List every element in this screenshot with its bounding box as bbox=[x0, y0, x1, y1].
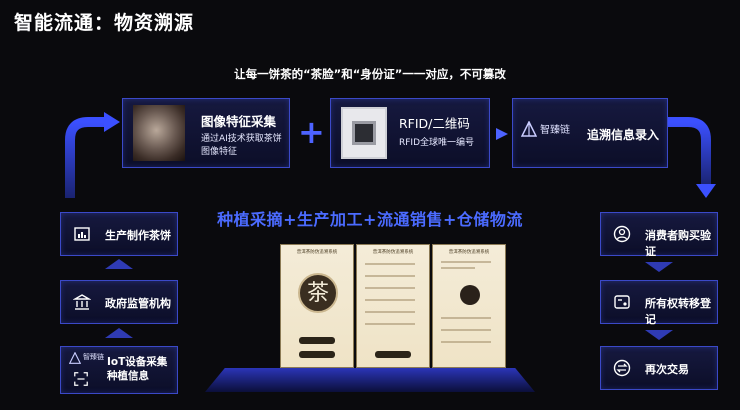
scan-icon bbox=[74, 372, 88, 386]
register-icon bbox=[614, 295, 630, 309]
chain-logo-small-icon bbox=[69, 352, 81, 364]
phone-3-row bbox=[441, 317, 491, 319]
arrow-left-up bbox=[65, 117, 104, 198]
rfid-box: RFID/二维码 RFID全球唯一编号 bbox=[330, 98, 490, 168]
phone-2-row bbox=[365, 311, 415, 313]
tea-cake-thumbnail bbox=[460, 285, 480, 305]
right-arrow-down-1 bbox=[645, 262, 673, 272]
rfid-chip-icon bbox=[341, 107, 387, 159]
left-box-government: 政府监管机构 bbox=[60, 280, 178, 324]
ownership-label: 所有权转移登记 bbox=[645, 297, 711, 326]
tea-cake-image bbox=[133, 105, 185, 161]
arrow-right-down bbox=[668, 117, 711, 186]
rfid-desc: RFID全球唯一编号 bbox=[399, 138, 475, 148]
right-arrow-down-2 bbox=[645, 330, 673, 340]
phone-screen-3: 普洱茶防伪追溯系统 bbox=[432, 244, 506, 368]
process-banner: 种植采摘+生产加工+流通销售+仓储物流 bbox=[217, 210, 523, 229]
chain-logo-text: 智臻链 bbox=[540, 125, 570, 136]
phone-2-row bbox=[365, 323, 415, 325]
trace-entry-label: 追溯信息录入 bbox=[587, 128, 660, 142]
right-box-ownership: 所有权转移登记 bbox=[600, 280, 718, 326]
trace-entry-box: 智臻链 追溯信息录入 bbox=[512, 98, 668, 168]
exchange-icon bbox=[613, 359, 631, 377]
phone-3-row bbox=[441, 329, 491, 331]
phone-screen-2: 普洱茶防伪追溯系统 bbox=[356, 244, 430, 368]
phone-3-header: 普洱茶防伪追溯系统 bbox=[448, 250, 490, 255]
arrowhead-down bbox=[696, 184, 716, 198]
phone-1-button bbox=[299, 337, 335, 344]
image-feature-box: 图像特征采集 通过AI技术获取茶饼图像特征 bbox=[122, 98, 290, 168]
phone-2-button bbox=[375, 351, 411, 358]
phone-2-row bbox=[365, 275, 415, 277]
left-arrow-up-2 bbox=[105, 328, 133, 338]
display-stage bbox=[205, 368, 535, 392]
plus-icon: + bbox=[298, 113, 325, 151]
left-box-iot: 智臻链 IoT设备采集种植信息 bbox=[60, 346, 178, 394]
left-box-production: 生产制作茶饼 bbox=[60, 212, 178, 256]
image-feature-label: 图像特征采集 bbox=[201, 114, 277, 129]
rfid-label: RFID/二维码 bbox=[399, 116, 470, 131]
phone-1-header: 普洱茶防伪追溯系统 bbox=[296, 250, 338, 255]
phone-3-row bbox=[441, 341, 491, 343]
iot-label: IoT设备采集种植信息 bbox=[107, 356, 168, 382]
phone-2-row bbox=[365, 263, 415, 265]
chain-logo: 智臻链 bbox=[521, 119, 583, 149]
arrowhead-mid bbox=[496, 128, 508, 140]
retrade-label: 再次交易 bbox=[645, 363, 689, 376]
chain-logo-icon bbox=[521, 121, 537, 137]
consumer-label: 消费者购买验证 bbox=[645, 229, 711, 258]
phone-3-row bbox=[441, 261, 491, 263]
phone-3-row bbox=[441, 267, 475, 269]
phone-2-row bbox=[365, 299, 415, 301]
right-box-consumer: 消费者购买验证 bbox=[600, 212, 718, 258]
phone-2-header: 普洱茶防伪追溯系统 bbox=[372, 250, 414, 255]
subtitle: 让每一饼茶的“茶脸”和“身份证”一一对应，不可篡改 bbox=[234, 67, 506, 81]
phone-1-button-2 bbox=[299, 351, 335, 358]
left-arrow-up-1 bbox=[105, 259, 133, 269]
user-icon bbox=[613, 225, 631, 243]
government-label: 政府监管机构 bbox=[105, 297, 171, 310]
tea-logo-glyph: 茶 bbox=[306, 281, 329, 306]
right-box-retrade: 再次交易 bbox=[600, 346, 718, 390]
document-chart-icon bbox=[74, 227, 90, 241]
phone-screen-1: 普洱茶防伪追溯系统 茶 bbox=[280, 244, 354, 368]
government-icon bbox=[73, 294, 91, 310]
page-title: 智能流通：物资溯源 bbox=[14, 12, 195, 34]
image-feature-desc: 通过AI技术获取茶饼图像特征 bbox=[201, 134, 282, 157]
phone-2-row bbox=[365, 287, 415, 289]
tea-logo: 茶 bbox=[298, 273, 338, 313]
production-label: 生产制作茶饼 bbox=[105, 229, 171, 242]
chain-logo-small-text: 智臻链 bbox=[83, 353, 104, 361]
arrowhead-right bbox=[104, 112, 120, 132]
